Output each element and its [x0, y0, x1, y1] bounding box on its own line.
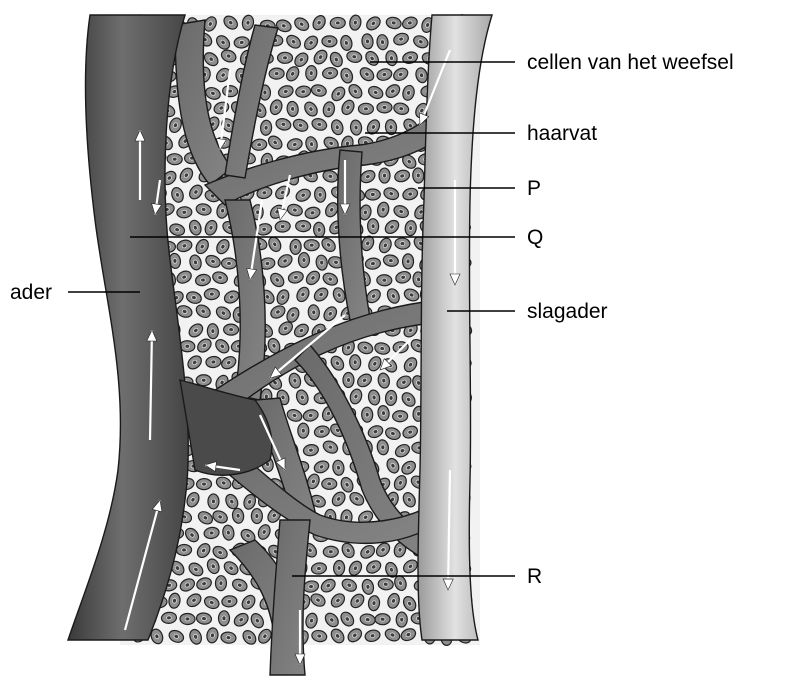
tissue-cell: [322, 478, 337, 489]
tissue-cell: [304, 240, 319, 251]
tissue-cell: [365, 189, 380, 200]
tissue-cell: [322, 36, 337, 47]
tissue-cell: [358, 103, 373, 114]
label-vein: ader: [10, 281, 52, 304]
tissue-cell: [223, 324, 238, 336]
tissue-cell: [375, 614, 390, 625]
tissue-cell: [251, 508, 262, 523]
tissue-cell: [402, 254, 413, 269]
tissue-cell: [167, 153, 183, 165]
tissue-cell: [367, 218, 379, 234]
tissue-cell: [196, 478, 212, 490]
tissue-cell: [176, 544, 192, 556]
tissue-cell: [330, 17, 346, 29]
tissue-cell: [392, 410, 407, 422]
tissue-cell: [305, 65, 317, 81]
tissue-cell: [412, 168, 424, 184]
tissue-cell: [269, 68, 284, 80]
tissue-cell: [204, 288, 220, 300]
label-r: R: [527, 565, 542, 588]
tissue-cell: [208, 494, 219, 509]
tissue-cell: [221, 258, 237, 270]
tissue-cell: [207, 323, 219, 339]
label-q: Q: [527, 226, 543, 249]
tissue-cell: [333, 560, 345, 576]
label-capillary: haarvat: [527, 122, 597, 145]
tissue-cell: [377, 102, 392, 113]
tissue-cell: [379, 168, 390, 183]
tissue-cell: [290, 239, 302, 254]
tissue-cell: [295, 220, 310, 232]
tissue-cell: [218, 611, 229, 626]
tissue-cell: [343, 372, 354, 387]
tissue-cell: [349, 354, 361, 370]
artery-vessel: [418, 15, 492, 640]
tissue-cell: [396, 612, 408, 627]
tissue-cell: [196, 375, 211, 386]
label-p: P: [527, 177, 541, 200]
tissue-cell: [361, 407, 373, 422]
label-artery: slagader: [527, 300, 608, 323]
tissue-cell: [377, 274, 392, 286]
tissue-cell: [277, 52, 292, 63]
tissue-cell: [298, 252, 309, 267]
tissue-cell: [180, 613, 195, 625]
label-cells: cellen van het weefsel: [527, 51, 734, 74]
tissue-cell: [215, 576, 226, 591]
tissue-cell: [323, 546, 339, 558]
tissue-cell: [298, 423, 309, 438]
